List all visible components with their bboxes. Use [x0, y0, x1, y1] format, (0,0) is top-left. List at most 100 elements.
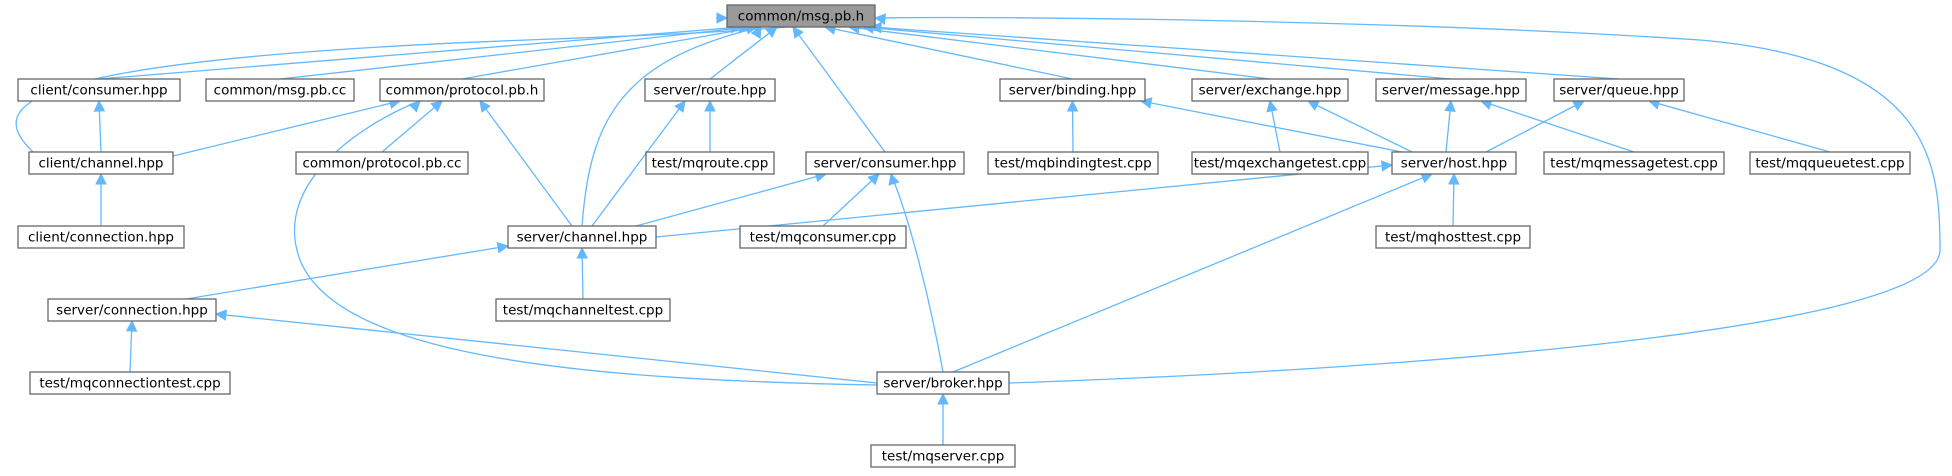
node-message[interactable]: server/message.hpp	[1375, 78, 1527, 102]
node-server-connection[interactable]: server/connection.hpp	[47, 298, 217, 322]
edge-message-to-msg_h	[861, 22, 1452, 80]
node-mqconnection[interactable]: test/mqconnectiontest.cpp	[29, 371, 231, 395]
edge-arrowhead	[704, 99, 716, 112]
node-box	[1375, 225, 1531, 249]
node-mqhost[interactable]: test/mqhosttest.cpp	[1375, 225, 1531, 249]
node-label: server/message.hpp	[1382, 83, 1520, 99]
edge-line	[581, 26, 762, 227]
node-mqconsumer[interactable]: test/mqconsumer.cpp	[739, 225, 907, 249]
node-client-channel[interactable]: client/channel.hpp	[28, 151, 174, 175]
edge-line	[172, 100, 401, 157]
node-mqmessage[interactable]: test/mqmessagetest.cpp	[1543, 151, 1725, 175]
edge-arrowhead	[888, 172, 900, 186]
edge-arrowhead	[479, 100, 491, 113]
edge-host-to-message	[1444, 99, 1456, 153]
edge-mqchannel-to-server_channel	[576, 246, 589, 300]
edge-line	[890, 173, 944, 373]
edge-arrowhead	[93, 99, 106, 112]
node-proto-h[interactable]: common/protocol.pb.h	[379, 78, 545, 102]
edge-line	[479, 100, 573, 227]
node-label: test/mqmessagetest.cpp	[1550, 156, 1718, 172]
node-box	[205, 78, 355, 102]
node-mqserver[interactable]: test/mqserver.cpp	[870, 444, 1016, 468]
edge-line	[381, 100, 443, 153]
node-box	[987, 151, 1159, 175]
node-label: server/binding.hpp	[1009, 83, 1137, 99]
edge-arrowhead	[1306, 100, 1320, 111]
edge-server_channel-to-proto_h	[479, 100, 573, 227]
node-client-consumer[interactable]: client/consumer.hpp	[17, 78, 181, 102]
node-box	[1553, 78, 1685, 102]
edge-server_channel-to-server_consumer	[635, 171, 828, 227]
edge-line	[215, 313, 878, 384]
edge-arrowhead	[1444, 99, 1456, 113]
edge-mqmessage-to-message	[1479, 98, 1635, 153]
node-client-connection[interactable]: client/connection.hpp	[17, 225, 185, 249]
node-label: test/mqroute.cpp	[652, 156, 769, 172]
edge-arrowhead	[408, 100, 421, 113]
edge-arrowhead	[750, 26, 762, 39]
node-server-consumer[interactable]: server/consumer.hpp	[805, 151, 965, 175]
node-mqchannel[interactable]: test/mqchanneltest.cpp	[495, 298, 671, 322]
node-label: common/protocol.pb.cc	[303, 156, 462, 172]
edge-line	[635, 173, 827, 227]
edge-broker-to-msg_h	[873, 13, 1941, 384]
node-label: server/consumer.hpp	[814, 156, 957, 172]
node-box	[870, 444, 1016, 468]
node-label: common/msg.pb.h	[738, 9, 864, 25]
node-box	[28, 151, 174, 175]
edge-arrowhead	[1380, 160, 1394, 172]
node-label: server/host.hpp	[1401, 156, 1507, 172]
node-box	[17, 78, 181, 102]
edge-arrowhead	[496, 241, 510, 254]
node-label: test/mqqueuetest.cpp	[1755, 156, 1904, 172]
node-server-channel[interactable]: server/channel.hpp	[507, 225, 657, 249]
node-label: common/protocol.pb.h	[386, 83, 539, 99]
node-label: client/channel.hpp	[38, 156, 163, 172]
edge-mqconnection-to-server_connection	[125, 319, 138, 373]
node-binding[interactable]: server/binding.hpp	[999, 78, 1146, 102]
node-label: test/mqserver.cpp	[882, 449, 1005, 465]
node-box	[1191, 78, 1349, 102]
edge-server_connection-to-server_channel	[185, 241, 510, 300]
edge-queue-to-msg_h	[869, 21, 1620, 80]
edge-broker-to-proto_h	[293, 100, 878, 386]
edge-broker-to-host	[952, 172, 1434, 373]
edge-arrowhead	[792, 26, 804, 39]
node-host[interactable]: server/host.hpp	[1391, 151, 1517, 175]
node-box	[1391, 151, 1517, 175]
edge-proto_cc-to-proto_h	[381, 100, 443, 153]
edge-line	[824, 26, 1073, 80]
node-label: server/exchange.hpp	[1199, 83, 1342, 99]
node-label: test/mqexchangetest.cpp	[1194, 156, 1366, 172]
edge-line	[461, 26, 758, 80]
node-queue[interactable]: server/queue.hpp	[1553, 78, 1685, 102]
node-box	[1543, 151, 1725, 175]
edge-client_channel-to-client_consumer	[93, 99, 106, 153]
edge-route-to-msg_h	[709, 26, 778, 80]
edge-mqroute-to-route	[704, 99, 716, 152]
edge-server_consumer-to-msg_h	[792, 26, 886, 153]
edge-mqexchange-to-exchange	[1266, 99, 1281, 153]
node-route[interactable]: server/route.hpp	[644, 78, 776, 102]
edge-server_channel-to-host	[655, 160, 1394, 238]
node-mqroute[interactable]: test/mqroute.cpp	[645, 151, 775, 175]
node-label: server/route.hpp	[654, 83, 767, 99]
edge-line	[1648, 100, 1831, 153]
node-mqqueue[interactable]: test/mqqueuetest.cpp	[1749, 151, 1911, 175]
node-mqbinding[interactable]: test/mqbindingtest.cpp	[987, 151, 1159, 175]
edge-line	[293, 100, 878, 386]
edge-arrowhead	[937, 392, 949, 405]
node-mqexchange[interactable]: test/mqexchangetest.cpp	[1191, 151, 1369, 175]
edge-arrowhead	[1066, 99, 1079, 112]
node-broker[interactable]: server/broker.hpp	[876, 371, 1010, 395]
node-msg-cc[interactable]: common/msg.pb.cc	[205, 78, 355, 102]
node-exchange[interactable]: server/exchange.hpp	[1191, 78, 1349, 102]
node-proto-cc[interactable]: common/protocol.pb.cc	[295, 151, 469, 175]
node-msg-h[interactable]: common/msg.pb.h	[726, 4, 876, 28]
node-label: client/connection.hpp	[28, 230, 174, 246]
edge-line	[1485, 100, 1585, 153]
node-box	[29, 371, 231, 395]
node-label: server/broker.hpp	[883, 376, 1002, 392]
